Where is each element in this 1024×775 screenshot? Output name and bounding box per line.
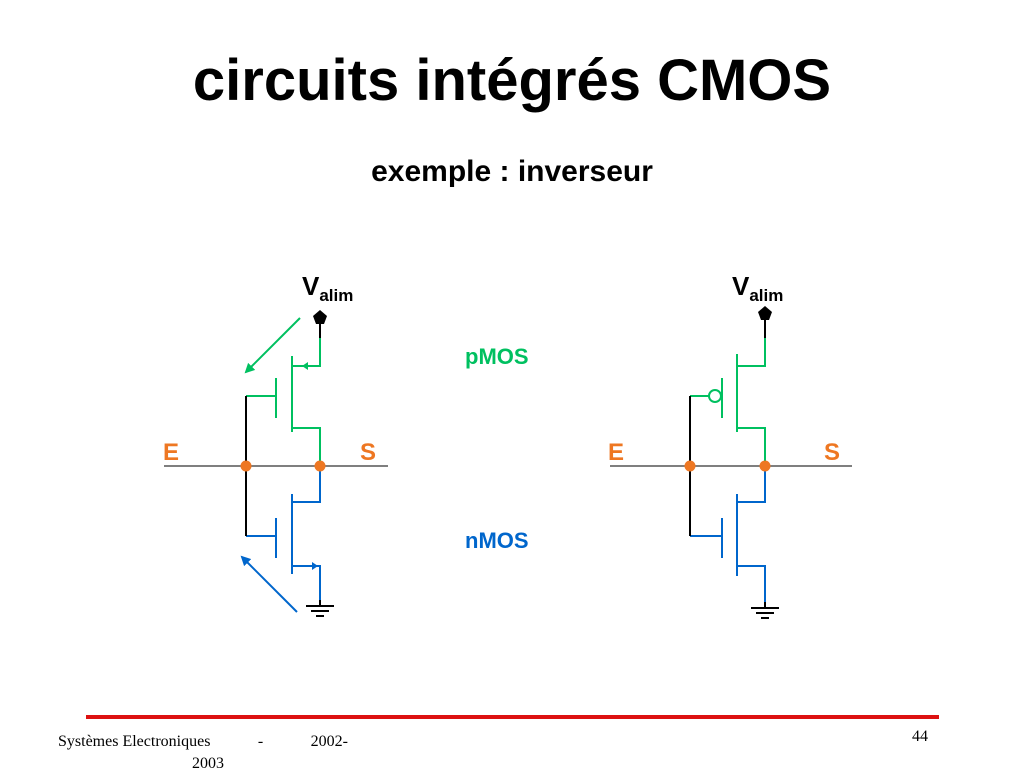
footer-course-name: Systèmes Electroniques [58,733,211,750]
slide-title: circuits intégrés CMOS [192,48,832,113]
input-node-left [240,460,252,472]
page-number: 44 [912,728,928,745]
pmos-transistor-right [690,338,766,466]
right-inverter: Valim E [608,271,852,619]
pmos-arrow-left [302,362,308,370]
vdd-label-right: Valim [732,271,783,305]
left-inverter: Valim [163,271,388,617]
pmos-transistor-left [246,338,321,466]
pmos-label: pMOS [465,344,529,369]
nmos-arrow-left [312,562,318,570]
output-label-right: S [824,439,840,466]
ground-symbol-left [306,600,334,617]
pmos-bubble-right [708,389,722,403]
footer-dash: - [257,733,264,750]
vdd-terminal-right [758,306,772,320]
nmos-label: nMOS [465,528,529,553]
footer-rule [86,715,939,719]
input-node-right [684,460,696,472]
footer-year-start: 2002- [310,733,348,750]
input-label-left: E [163,439,179,466]
output-node-left [314,460,326,472]
nmos-pointer-arrow [240,555,298,613]
input-label-right: E [608,439,624,466]
slide-subtitle: exemple : inverseur [371,155,653,188]
vdd-label-left: Valim [302,271,353,305]
output-label-left: S [360,439,376,466]
vdd-terminal-left [313,310,327,324]
footer-course: Systèmes Electroniques - 2002- 2003 [58,731,358,775]
nmos-transistor-right [690,466,766,602]
output-node-right [759,460,771,472]
ground-symbol-right [751,602,779,619]
pmos-pointer-arrow [244,317,301,374]
nmos-transistor-left [246,466,321,600]
footer-year-end: 2003 [192,755,224,772]
